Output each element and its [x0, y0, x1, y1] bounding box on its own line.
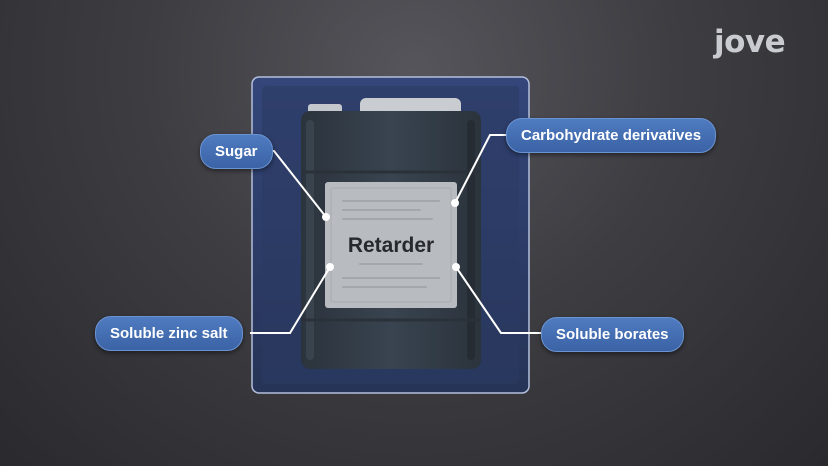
jerrycan-icon: Retarder [301, 98, 481, 369]
connector-dot [451, 199, 459, 207]
connector-dot [322, 213, 330, 221]
label-carbohydrate-derivatives: Carbohydrate derivatives [506, 118, 717, 153]
jerrycan-label-panel [325, 182, 457, 308]
connector-dot [452, 263, 460, 271]
connector-dot [326, 263, 334, 271]
center-label: Retarder [348, 234, 434, 257]
label-soluble-zinc-salt: Soluble zinc salt [95, 316, 243, 351]
jove-logo: jove [714, 24, 786, 60]
label-sugar: Sugar [200, 134, 273, 169]
connector-lines [250, 134, 541, 334]
connector-borates [455, 266, 541, 334]
connector-carbohydrate [454, 134, 507, 204]
connector-zinc [250, 266, 331, 334]
label-soluble-borates: Soluble borates [541, 317, 684, 352]
